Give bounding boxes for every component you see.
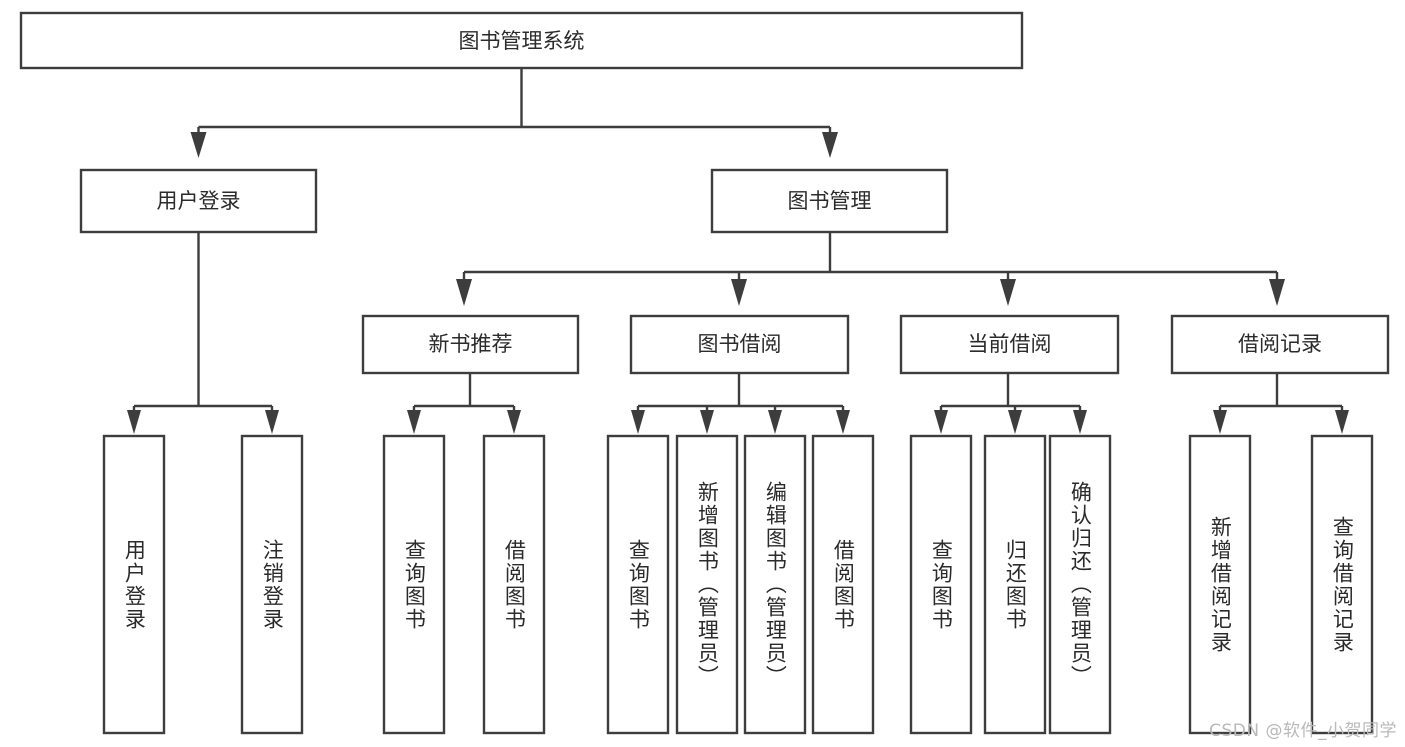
node-book-management[interactable]: 图书管理 bbox=[710, 168, 949, 234]
arrow-head-borrow-record bbox=[1269, 279, 1285, 306]
arrow-head-bookborrow-edit bbox=[768, 410, 782, 434]
connector-group-new-book bbox=[407, 373, 521, 434]
leaf-box-current-return-book[interactable] bbox=[983, 434, 1047, 735]
leaf-box-borrow-add-book[interactable] bbox=[675, 434, 739, 735]
node-box-user-login bbox=[79, 168, 318, 234]
arrow-head-new-book bbox=[456, 279, 472, 306]
leaf-box-current-confirm-return[interactable] bbox=[1048, 434, 1112, 735]
node-box-book-management bbox=[710, 168, 949, 234]
node-box-root bbox=[19, 11, 1024, 70]
node-label-current-borrow: 当前借阅 bbox=[968, 332, 1052, 356]
leaf-box-borrow-query-book[interactable] bbox=[606, 434, 670, 735]
node-box-borrow-record bbox=[1170, 314, 1390, 375]
node-label-new-book-recommend: 新书推荐 bbox=[429, 332, 513, 356]
arrow-head-user-login bbox=[190, 132, 207, 158]
node-box-book-borrow bbox=[629, 314, 850, 375]
node-borrow-record[interactable]: 借阅记录 bbox=[1170, 314, 1390, 375]
leaf-box-record-query[interactable] bbox=[1310, 434, 1374, 735]
connector-group-current-borrow bbox=[934, 373, 1087, 434]
leaf-box-logout[interactable] bbox=[240, 434, 304, 735]
arrow-head-newbook-borrow bbox=[507, 410, 521, 434]
node-root-system[interactable]: 图书管理系统 bbox=[19, 11, 1024, 70]
leaf-box-group bbox=[102, 434, 1374, 735]
arrow-head-newbook-query bbox=[407, 410, 421, 434]
node-user-login[interactable]: 用户登录 bbox=[79, 168, 318, 234]
node-box-new-book-recommend bbox=[361, 314, 580, 375]
watermark-text: CSDN @软件_小贺同学 bbox=[1209, 721, 1397, 741]
leaf-box-borrow-borrow-book[interactable] bbox=[811, 434, 875, 735]
node-label-book-borrow: 图书借阅 bbox=[698, 332, 782, 356]
connector-group-borrow-record bbox=[1213, 373, 1349, 434]
arrow-head-borrowrecord-add bbox=[1213, 410, 1227, 434]
arrow-head-borrowrecord-query bbox=[1335, 410, 1349, 434]
node-label-book-management: 图书管理 bbox=[788, 189, 872, 213]
node-box-current-borrow bbox=[899, 314, 1120, 375]
arrow-head-bookborrow-query bbox=[631, 410, 645, 434]
leaf-box-newbook-query-book[interactable] bbox=[382, 434, 446, 735]
node-current-borrow[interactable]: 当前借阅 bbox=[899, 314, 1120, 375]
connector-group-book-management bbox=[456, 232, 1285, 306]
node-label-borrow-record: 借阅记录 bbox=[1238, 332, 1322, 356]
arrow-head-currentborrow-confirm bbox=[1073, 410, 1087, 434]
leaf-box-newbook-borrow-book[interactable] bbox=[482, 434, 546, 735]
arrow-head-bookborrow-add bbox=[700, 410, 714, 434]
leaf-box-record-add[interactable] bbox=[1188, 434, 1252, 735]
leaf-box-borrow-edit-book[interactable] bbox=[743, 434, 807, 735]
connector-group-root bbox=[190, 68, 838, 158]
node-label-root: 图书管理系统 bbox=[459, 29, 585, 53]
connector-group-user-login bbox=[127, 232, 279, 434]
arrow-head-currentborrow-query bbox=[934, 410, 948, 434]
connector-group-book-borrow bbox=[631, 373, 850, 434]
arrow-head-currentborrow-return bbox=[1008, 410, 1022, 434]
node-label-user-login: 用户登录 bbox=[157, 189, 241, 213]
arrow-head-leaf-user-login bbox=[127, 410, 141, 434]
leaf-box-current-query-book[interactable] bbox=[909, 434, 973, 735]
arrow-head-bookborrow-borrow bbox=[836, 410, 850, 434]
leaf-box-user-login[interactable] bbox=[102, 434, 166, 735]
node-new-book-recommend[interactable]: 新书推荐 bbox=[361, 314, 580, 375]
arrow-head-leaf-logout bbox=[265, 410, 279, 434]
arrow-head-current-borrow bbox=[1000, 279, 1016, 306]
node-book-borrow[interactable]: 图书借阅 bbox=[629, 314, 850, 375]
arrow-head-book-borrow bbox=[731, 279, 747, 306]
arrow-head-book-mgmt bbox=[822, 132, 838, 158]
